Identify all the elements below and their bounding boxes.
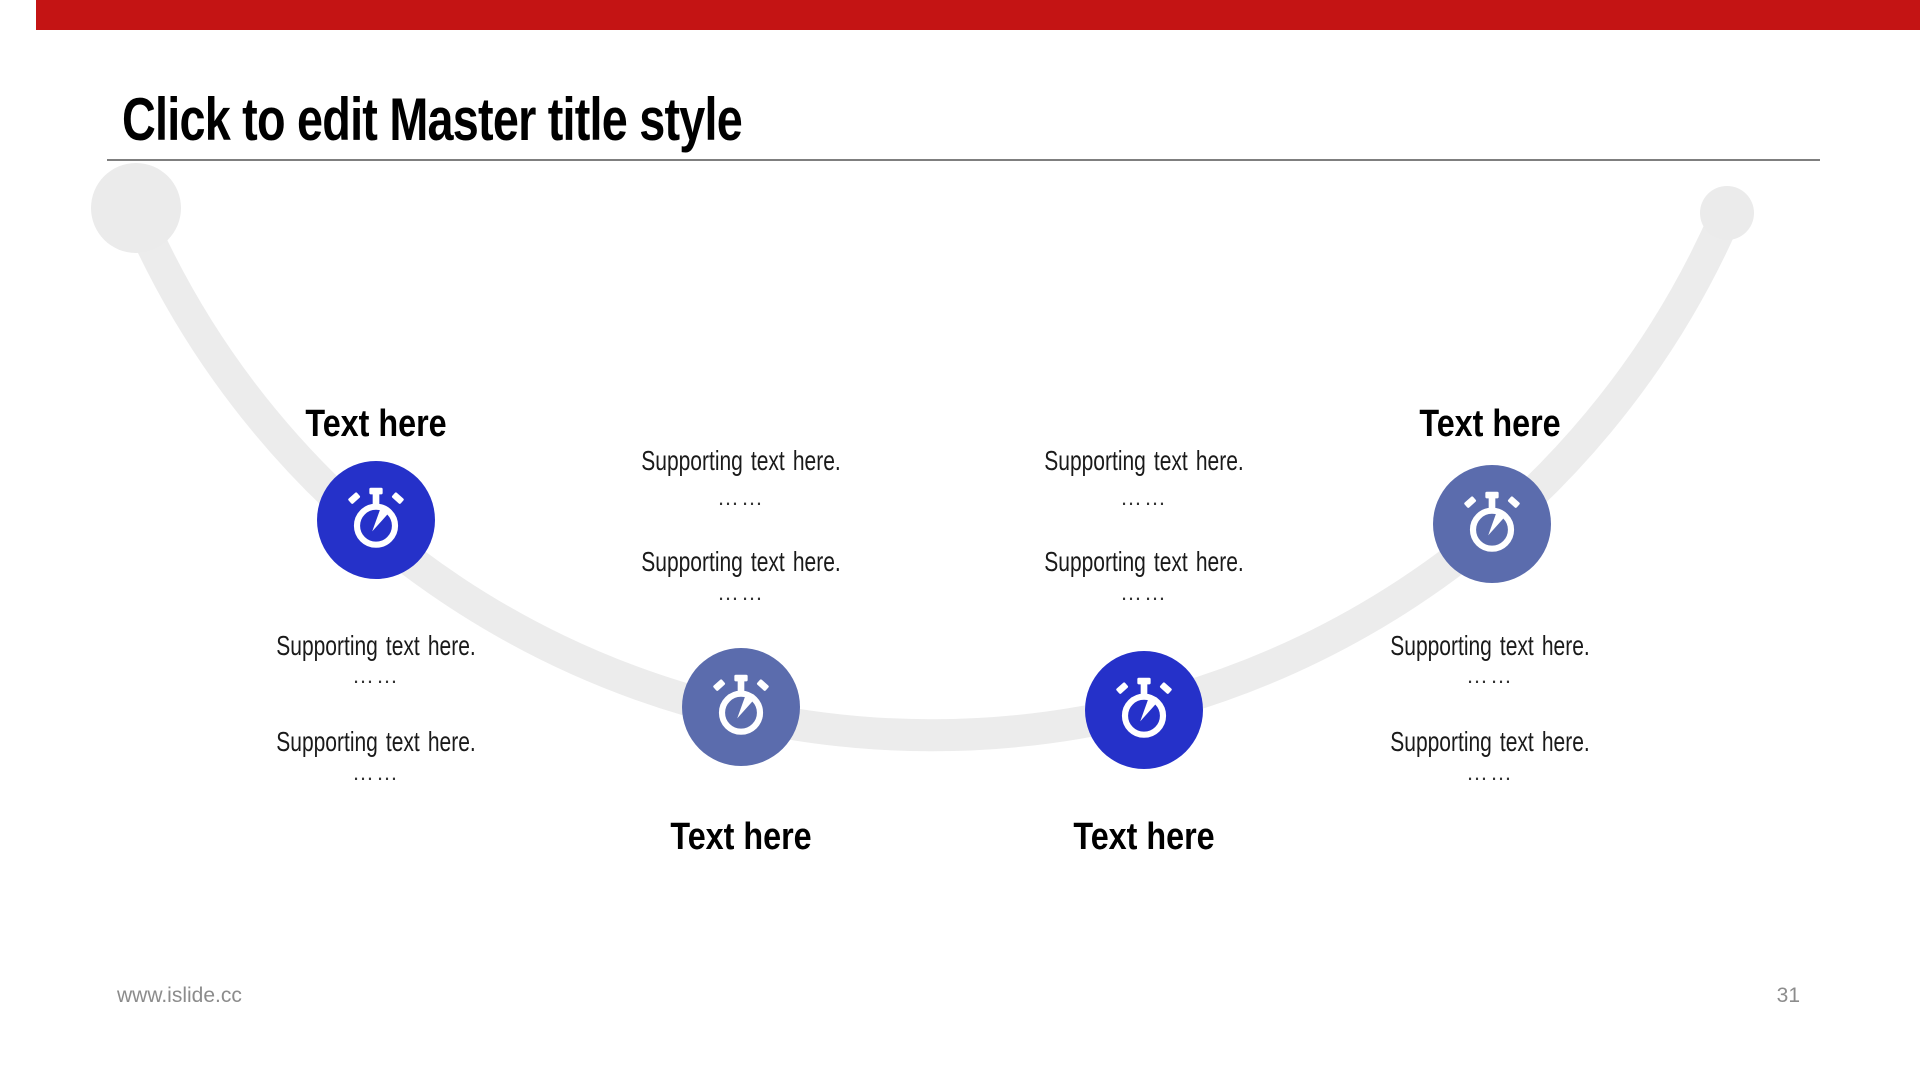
supporting-text: Supporting text here.	[1390, 726, 1590, 757]
supporting-text: Supporting text here.	[276, 630, 476, 661]
item-label: Text here	[1419, 403, 1561, 445]
supporting-text: Supporting text here.	[276, 726, 476, 757]
ellipsis-text: ……	[717, 485, 765, 510]
timeline-item-4-texts: Text here Supporting text here. …… Suppo…	[1300, 0, 1680, 1080]
arc-endpoint-right	[1700, 186, 1754, 240]
timeline-item-3-texts: Supporting text here. …… Supporting text…	[954, 0, 1334, 1080]
supporting-text: Supporting text here.	[641, 546, 841, 577]
slide-title: Click to edit Master title style	[122, 86, 743, 153]
page-number: 31	[1776, 984, 1800, 1007]
timeline-arc	[121, 203, 1742, 752]
timeline-node-2[interactable]	[682, 648, 800, 766]
timeline-node-3[interactable]	[1085, 651, 1203, 769]
top-accent-bar	[36, 0, 1920, 30]
timeline-item-1-texts: Text here Supporting text here. …… Suppo…	[186, 0, 566, 1080]
supporting-text: Supporting text here.	[1044, 546, 1244, 577]
ellipsis-text: ……	[352, 760, 400, 785]
stopwatch-icon	[1106, 672, 1182, 748]
stopwatch-icon	[338, 482, 414, 558]
supporting-text: Supporting text here.	[1044, 445, 1244, 476]
supporting-text: Supporting text here.	[1390, 630, 1590, 661]
stopwatch-icon	[1454, 486, 1530, 562]
timeline-item-2-texts: Supporting text here. …… Supporting text…	[551, 0, 931, 1080]
ellipsis-text: ……	[1466, 663, 1514, 688]
ellipsis-text: ……	[352, 663, 400, 688]
stopwatch-icon	[703, 669, 779, 745]
ellipsis-text: ……	[717, 580, 765, 605]
item-label: Text here	[305, 403, 447, 445]
timeline-node-4[interactable]	[1433, 465, 1551, 583]
supporting-text: Supporting text here.	[641, 445, 841, 476]
ellipsis-text: ……	[1120, 580, 1168, 605]
ellipsis-text: ……	[1120, 485, 1168, 510]
footer-link[interactable]: www.islide.cc	[117, 984, 242, 1007]
ellipsis-text: ……	[1466, 760, 1514, 785]
item-label: Text here	[1073, 816, 1215, 858]
title-underline	[107, 159, 1820, 161]
item-label: Text here	[670, 816, 812, 858]
arc-endpoint-left	[91, 163, 181, 253]
timeline-node-1[interactable]	[317, 461, 435, 579]
